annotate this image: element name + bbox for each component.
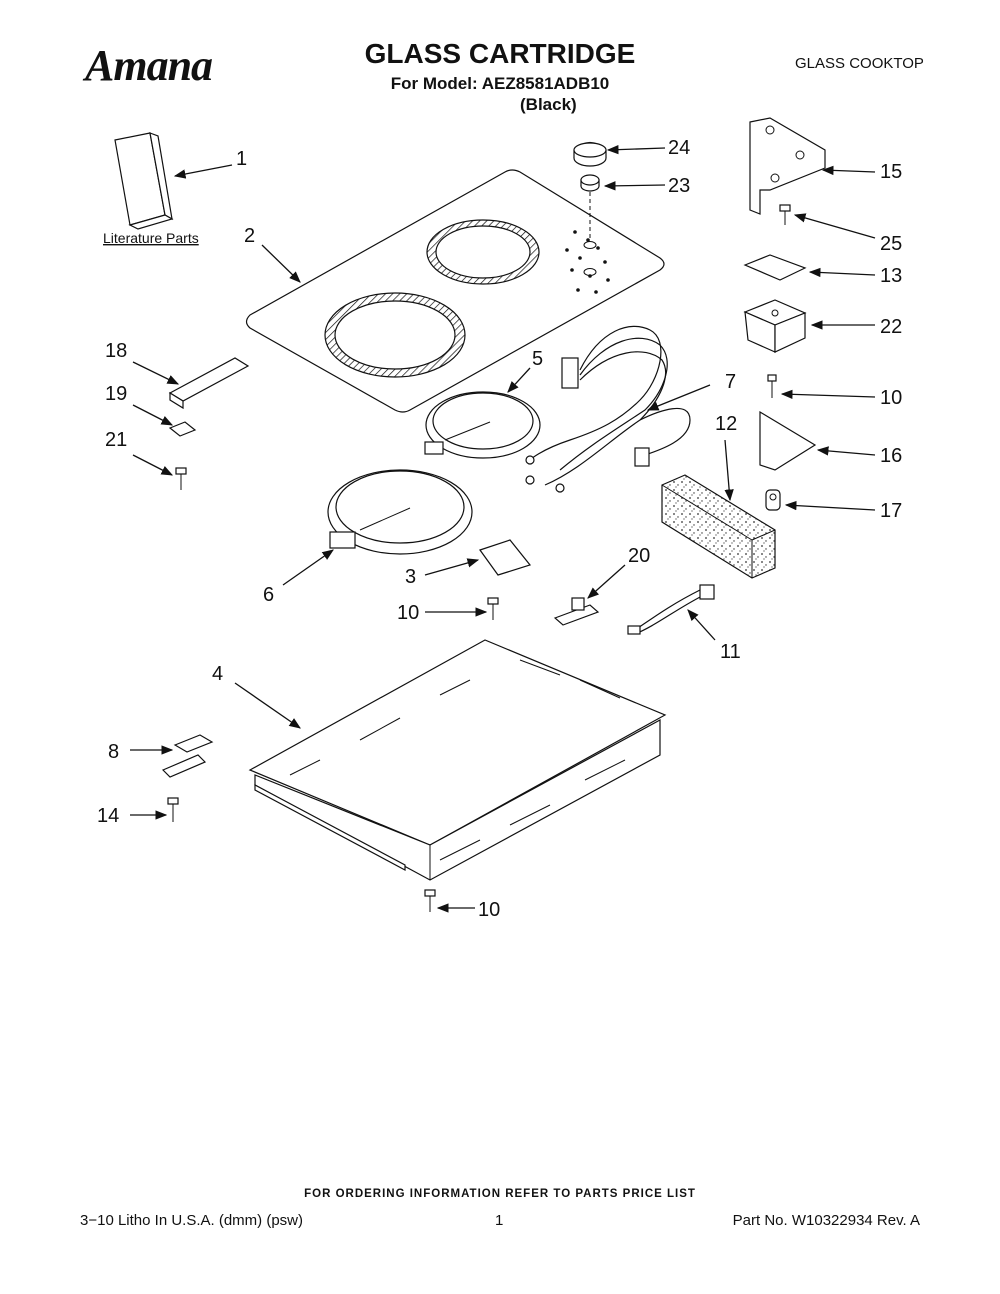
knob-spacer [580, 174, 600, 192]
callout-1: 1 [236, 148, 247, 170]
heat-shield-plate [759, 410, 817, 471]
page-number: 1 [495, 1212, 504, 1229]
large-radiant-element [327, 469, 473, 555]
callout-18: 18 [105, 340, 127, 362]
callout-4: 4 [212, 663, 223, 685]
callout-13: 13 [880, 265, 902, 287]
callout-numbers: 1 2 3 4 5 6 7 8 10 10 10 11 12 13 14 15 … [97, 137, 902, 921]
cartridge-housing [248, 639, 667, 881]
screw-10-switch [767, 374, 777, 398]
part-number: Part No. W10322934 Rev. A [732, 1212, 920, 1229]
wire-harness [525, 325, 691, 493]
callout-25: 25 [880, 233, 902, 255]
brand-logo: Amana [85, 41, 213, 90]
callout-8: 8 [108, 741, 119, 763]
screw-14 [167, 797, 179, 822]
control-knob [573, 141, 607, 167]
insulation-block [661, 474, 776, 579]
callout-10-plate: 10 [397, 602, 419, 624]
literature-booklet [114, 132, 174, 230]
short-wire-harness [627, 584, 715, 635]
litho-info: 3−10 Litho In U.S.A. (dmm) (psw) [80, 1212, 303, 1229]
callout-10-housing: 10 [478, 899, 500, 921]
callout-15: 15 [880, 161, 902, 183]
callout-2: 2 [244, 225, 255, 247]
terminal-block [553, 597, 600, 626]
product-category: GLASS COOKTOP [795, 55, 924, 72]
callout-23: 23 [668, 175, 690, 197]
support-rail [168, 357, 250, 410]
callout-3: 3 [405, 566, 416, 588]
page-title: GLASS CARTRIDGE [364, 38, 636, 69]
callout-21: 21 [105, 429, 127, 451]
callout-24: 24 [668, 137, 690, 159]
literature-parts-label: Literature Parts [103, 230, 199, 246]
model-line: For Model: AEZ8581ADB10 [390, 74, 610, 93]
cover-plate [479, 539, 532, 576]
callout-12: 12 [715, 413, 737, 435]
infinite-switch [743, 299, 807, 353]
callout-14: 14 [97, 805, 119, 827]
wire-clamp [161, 734, 214, 778]
clip-19 [168, 421, 197, 437]
model-variant: (Black) [520, 95, 577, 114]
screw-25 [779, 204, 791, 225]
exploded-parts-diagram: Literature Parts [97, 117, 902, 921]
callout-17: 17 [880, 500, 902, 522]
screw-10-housing [424, 889, 436, 912]
callout-7: 7 [725, 371, 736, 393]
callout-20: 20 [628, 545, 650, 567]
callout-6: 6 [263, 584, 274, 606]
screw-21 [175, 467, 187, 490]
screw-10-plate [487, 597, 499, 620]
ordering-note: FOR ORDERING INFORMATION REFER TO PARTS … [304, 1188, 696, 1200]
glass-cooktop [245, 169, 665, 413]
leader-lines [130, 144, 876, 913]
callout-19: 19 [105, 383, 127, 405]
callout-10-switch: 10 [880, 387, 902, 409]
callout-22: 22 [880, 316, 902, 338]
callout-16: 16 [880, 445, 902, 467]
callout-11: 11 [720, 641, 741, 663]
insulator-pad [743, 254, 807, 281]
retainer-clip [765, 489, 781, 511]
mounting-bracket [749, 117, 826, 215]
callout-5: 5 [532, 348, 543, 370]
small-radiant-element [424, 391, 541, 459]
